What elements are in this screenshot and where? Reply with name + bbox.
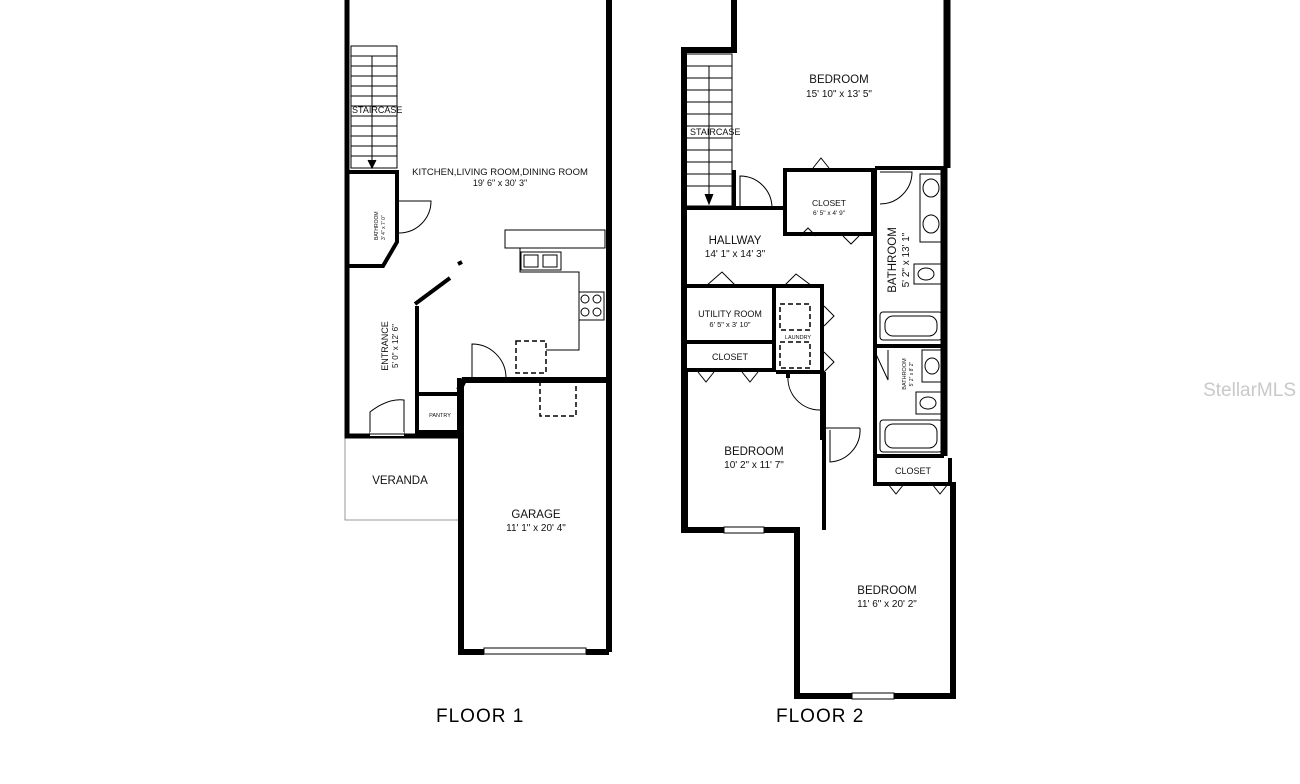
utility-dims: 6' 5" x 3' 10" xyxy=(709,320,750,329)
veranda-label: VERANDA xyxy=(372,475,428,487)
bedroom-mid-window xyxy=(723,526,765,534)
closet-right-label: CLOSET xyxy=(895,466,932,476)
entrance-dims: 5' 0" x 12' 6" xyxy=(391,324,400,368)
staircase-1 xyxy=(350,45,398,170)
kitchen-dims: 19' 6" x 30' 3" xyxy=(473,178,527,188)
bedroom-bottom-window xyxy=(851,692,895,700)
bedroom-bottom-dims: 11' 6" x 20' 2" xyxy=(857,599,917,610)
bedroom-mid-door xyxy=(826,427,861,463)
bathroom-1-door-swing xyxy=(397,200,432,234)
entrance-door xyxy=(369,399,405,436)
bedroom-bottom-label: BEDROOM xyxy=(857,585,916,597)
bedroom-top-dims: 15' 10" x 13' 5" xyxy=(806,89,872,100)
kitchen-garage-door xyxy=(471,343,507,379)
attic-access-garage xyxy=(539,381,577,417)
floor-2-right-wall xyxy=(940,0,951,456)
closet-right-walls xyxy=(873,456,952,486)
dryer xyxy=(779,341,811,369)
closet-top-dims: 6' 5" x 4' 9" xyxy=(813,210,846,217)
pantry-label: PANTRY xyxy=(429,413,451,419)
bathroom-large-label: BATHROOM xyxy=(887,227,899,293)
bathroom-small-dims: 5' 2" x 8' 2" xyxy=(909,361,915,386)
staircase-2-label: STAIRCASE xyxy=(690,127,740,137)
bathroom-1-label: BATHROOM xyxy=(374,211,380,240)
entrance-label: ENTRANCE xyxy=(380,321,390,371)
floor-1-plan xyxy=(344,0,612,655)
bathroom-small-label: BATHROOM xyxy=(902,358,908,390)
kitchen-label: KITCHEN,LIVING ROOM,DINING ROOM xyxy=(412,167,588,178)
kitchen-counter xyxy=(504,229,606,351)
angled-wall xyxy=(413,260,463,306)
garage-dims: 11' 1" x 20' 4" xyxy=(506,523,566,534)
bathroom-large-dims: 5' 2" x 13' 1" xyxy=(901,232,912,287)
closet-top-label: CLOSET xyxy=(812,198,846,208)
bathroom-1-dims: 3' 4" x 7' 0" xyxy=(381,215,387,240)
bathroom-large-fixtures xyxy=(879,173,943,341)
floor-2-caption: FLOOR 2 xyxy=(776,706,865,727)
hallway-dims: 14' 1" x 14' 3" xyxy=(705,249,766,260)
bedroom-top-label: BEDROOM xyxy=(809,74,868,86)
bedroom-bottom-walls xyxy=(794,482,956,696)
floor-1-caption: FLOOR 1 xyxy=(436,706,525,727)
bedroom-mid-dims: 10' 2" x 11' 7" xyxy=(724,460,784,471)
closet-left-label: CLOSET xyxy=(712,352,749,362)
bathroom-small-fixtures xyxy=(879,349,943,453)
bedroom-mid-label: BEDROOM xyxy=(724,446,783,458)
hallway-label: HALLWAY xyxy=(709,235,762,247)
bathroom-1-walls xyxy=(349,170,399,268)
garage-door xyxy=(483,647,587,655)
garage-label: GARAGE xyxy=(511,509,561,521)
watermark: StellarMLS xyxy=(1203,380,1296,401)
staircase-1-label: STAIRCASE xyxy=(352,105,402,115)
floor-1-outer-wall xyxy=(344,0,459,439)
utility-label: UTILITY ROOM xyxy=(698,309,762,319)
laundry-label: LAUNDRY xyxy=(785,335,812,341)
bedroom-top-door xyxy=(739,175,773,209)
floor-2-plan xyxy=(681,0,956,700)
washer xyxy=(779,303,811,331)
utility-block-walls xyxy=(686,284,824,440)
hallway-top-wall xyxy=(686,170,784,210)
attic-access-kitchen xyxy=(515,340,547,374)
